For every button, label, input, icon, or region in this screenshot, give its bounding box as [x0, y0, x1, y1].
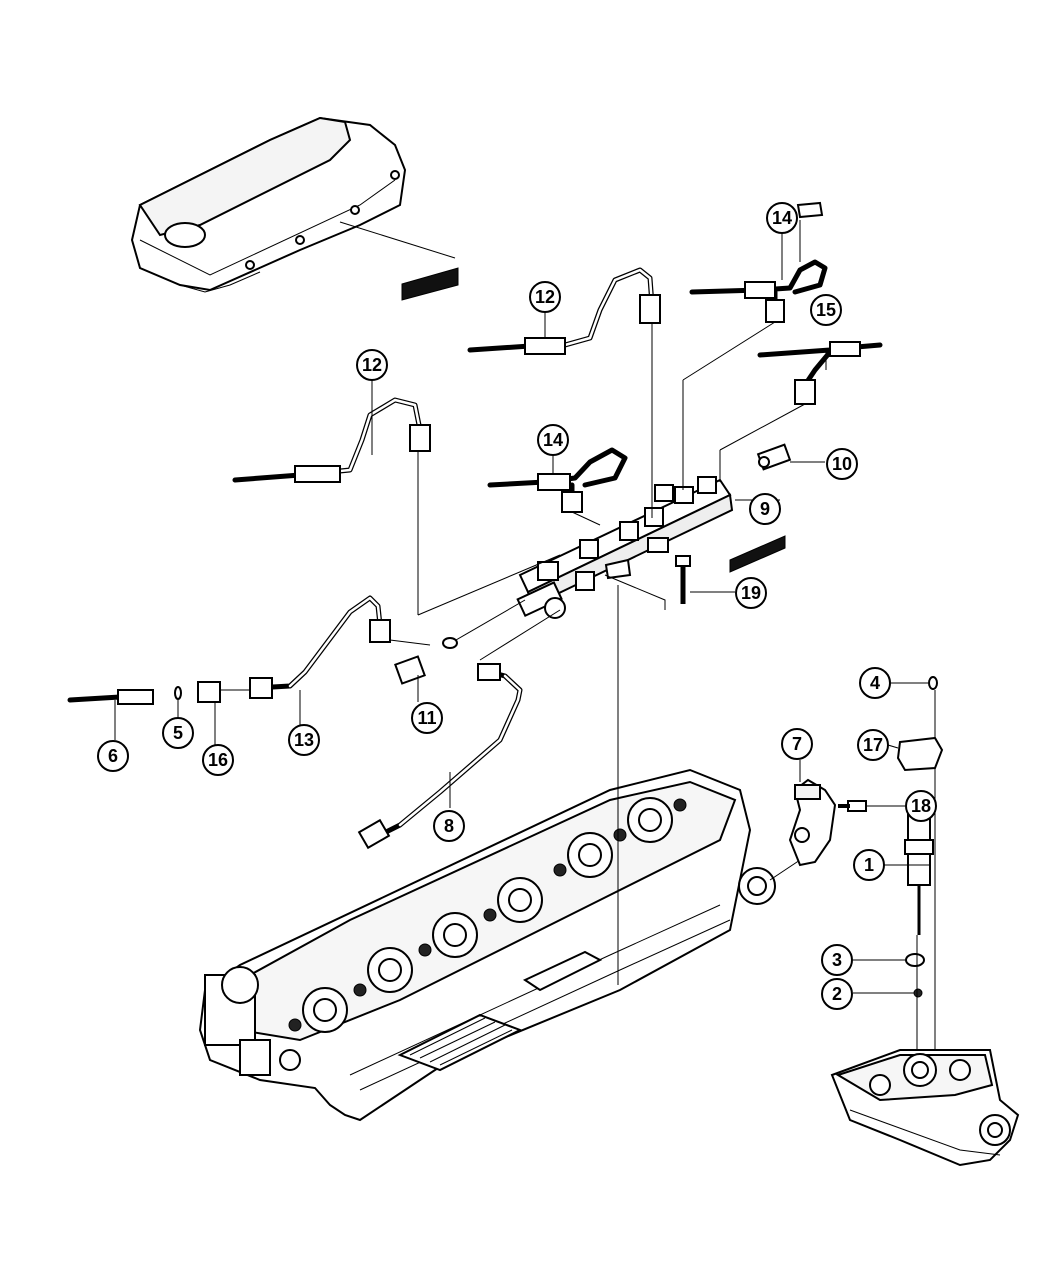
- callout-3[interactable]: 3: [821, 944, 853, 976]
- svg-text:16: 16: [208, 750, 228, 770]
- svg-text:18: 18: [911, 796, 931, 816]
- callout-14-middle[interactable]: 14: [537, 424, 569, 456]
- callout-10[interactable]: 10: [826, 448, 858, 480]
- bolt-19: [675, 555, 735, 604]
- connector-11: [394, 599, 526, 702]
- callout-12-upper[interactable]: 12: [529, 281, 561, 313]
- fuel-supply-line-8: [357, 609, 561, 850]
- callout-11[interactable]: 11: [411, 702, 443, 734]
- callout-1[interactable]: 1: [853, 849, 885, 881]
- callout-9[interactable]: 9: [749, 493, 781, 525]
- svg-text:15: 15: [816, 300, 836, 320]
- callout-15[interactable]: 15: [810, 294, 842, 326]
- svg-text:10: 10: [832, 454, 852, 474]
- callout-17[interactable]: 17: [857, 729, 889, 761]
- svg-text:14: 14: [543, 430, 563, 450]
- svg-text:11: 11: [417, 708, 436, 728]
- svg-text:14: 14: [772, 208, 792, 228]
- svg-text:7: 7: [792, 734, 802, 754]
- callout-14-upper[interactable]: 14: [766, 202, 798, 234]
- callout-19[interactable]: 19: [735, 577, 767, 609]
- callout-5[interactable]: 5: [162, 717, 194, 749]
- svg-text:3: 3: [832, 950, 842, 970]
- svg-text:19: 19: [741, 583, 761, 603]
- injector-line-14-upper: [682, 201, 828, 490]
- injector-line-13: [249, 595, 431, 728]
- svg-text:5: 5: [173, 723, 183, 743]
- svg-text:6: 6: [108, 746, 118, 766]
- svg-text:12: 12: [535, 287, 555, 307]
- bracket-7: [788, 760, 905, 867]
- injector-6: [67, 681, 250, 745]
- injector-assembly-1: [853, 676, 944, 1060]
- fuel-rail: [516, 476, 786, 619]
- callout-6[interactable]: 6: [97, 740, 129, 772]
- svg-text:9: 9: [760, 499, 770, 519]
- cylinder-head: [198, 585, 801, 1122]
- svg-text:17: 17: [863, 735, 883, 755]
- callout-12-left[interactable]: 12: [356, 349, 388, 381]
- svg-text:8: 8: [444, 816, 454, 836]
- injector-line-12-left: [232, 375, 561, 616]
- callout-13[interactable]: 13: [288, 724, 320, 756]
- callout-7[interactable]: 7: [781, 728, 813, 760]
- cylinder-head-detail: [830, 1049, 1020, 1167]
- callout-18[interactable]: 18: [905, 790, 937, 822]
- svg-text:12: 12: [362, 355, 382, 375]
- injector-line-14-middle: [487, 447, 628, 526]
- svg-text:2: 2: [832, 984, 842, 1004]
- pressure-sensor: [756, 443, 825, 471]
- callout-16[interactable]: 16: [202, 744, 234, 776]
- svg-text:1: 1: [864, 855, 874, 875]
- callout-4[interactable]: 4: [859, 667, 891, 699]
- injector-line-15: [719, 341, 883, 482]
- callout-8[interactable]: 8: [433, 810, 465, 842]
- callout-2[interactable]: 2: [821, 978, 853, 1010]
- svg-text:4: 4: [870, 673, 880, 693]
- injector-line-12-upper: [467, 267, 661, 518]
- engine-cover: [130, 116, 459, 301]
- svg-text:13: 13: [294, 730, 314, 750]
